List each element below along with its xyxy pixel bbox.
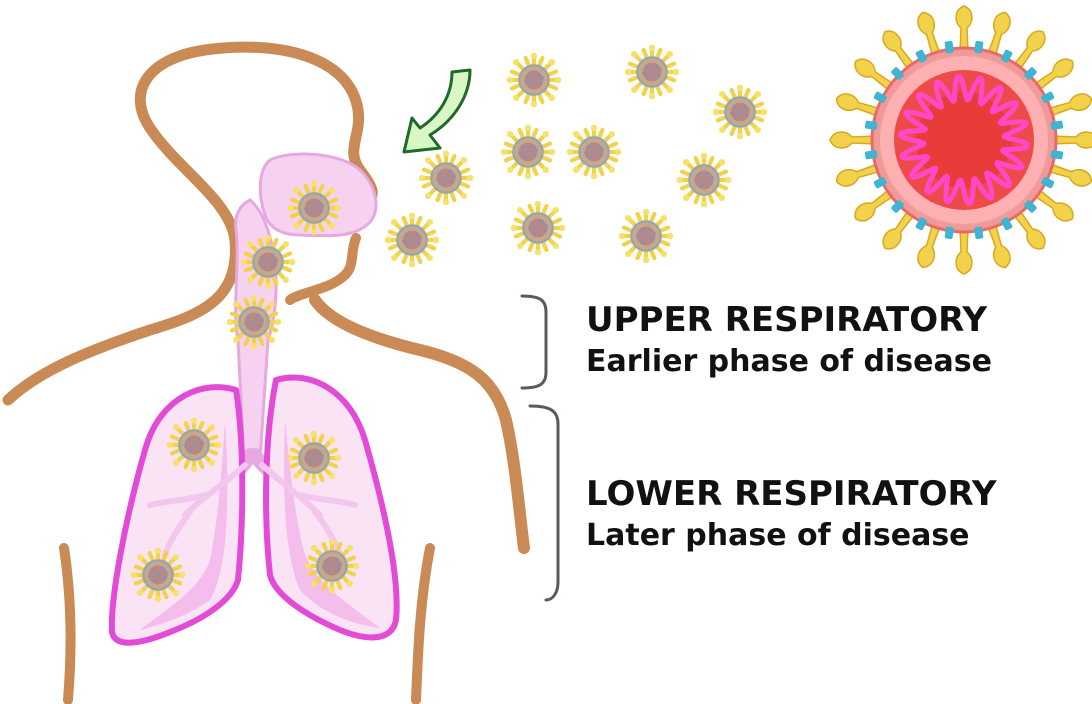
lower-respiratory-label: LOWER RESPIRATORY Later phase of disease bbox=[586, 472, 996, 556]
brackets bbox=[522, 296, 558, 600]
lower-bracket bbox=[530, 406, 558, 600]
upper-respiratory-title: UPPER RESPIRATORY bbox=[586, 298, 992, 342]
upper-respiratory-subtitle: Earlier phase of disease bbox=[586, 342, 992, 382]
large-virus-icon bbox=[830, 6, 1092, 274]
airborne-virus bbox=[385, 45, 768, 268]
lower-respiratory-title: LOWER RESPIRATORY bbox=[586, 472, 996, 516]
lower-respiratory-subtitle: Later phase of disease bbox=[586, 516, 996, 556]
upper-respiratory-label: UPPER RESPIRATORY Earlier phase of disea… bbox=[586, 298, 992, 382]
upper-bracket bbox=[522, 296, 546, 388]
inhalation-arrow bbox=[404, 70, 470, 152]
